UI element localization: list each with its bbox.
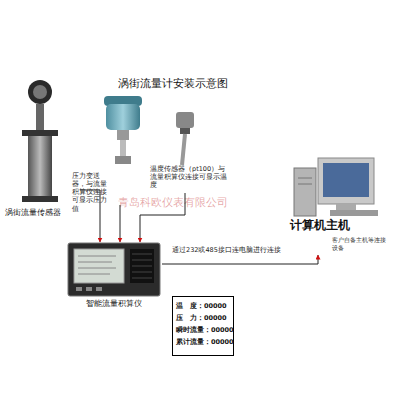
- node-text: 压 力：00000: [176, 314, 227, 322]
- node-text: 计算机主机: [290, 218, 350, 233]
- signal-wire: [120, 205, 121, 242]
- computer-node: 计算机主机客户自备主机等连接设备: [282, 150, 392, 255]
- node-text: 智能流量积算仪: [66, 299, 162, 308]
- node-text: 温 度：00000: [176, 302, 227, 310]
- sensor-node: 温度传感器（pt100）与流量积算仪连接可显示温度: [148, 105, 228, 193]
- flowmeter-illustration: [22, 80, 58, 202]
- signal-wire: [140, 193, 185, 242]
- signal-wire: [80, 190, 100, 242]
- watermark-label: 青岛科欧仪表有限公司: [118, 196, 228, 210]
- node-text: 客户自备主机等连接设备: [332, 236, 390, 251]
- edge-label: 通过232或485接口连电脑进行连接: [172, 246, 292, 254]
- sensor-node: 涡街流量传感器: [5, 78, 80, 223]
- diagram-title: 涡街流量计安装示意图: [118, 77, 228, 91]
- computer-illustration: [294, 158, 378, 216]
- node-text: 累计流量：00000: [176, 338, 234, 346]
- node-text: 涡街流量传感器: [5, 208, 61, 218]
- temperature-sensor-illustration: [176, 112, 194, 165]
- display-panel: 温 度：00000 压 力：00000 瞬时流量：00000 累计流量：00000: [172, 296, 234, 356]
- node-text: 瞬时流量：00000: [176, 326, 234, 334]
- node-text: 温度传感器（pt100）与流量积算仪连接可显示温度: [150, 165, 228, 189]
- pressure-transmitter-illustration: [104, 96, 142, 164]
- sensor-node: 压力变送器，与流量积算仪连接可显示压力值: [70, 92, 150, 205]
- node-text: 压力变送器，与流量积算仪连接可显示压力值: [72, 172, 112, 213]
- totalizer-node: 智能流量积算仪: [66, 242, 162, 310]
- signal-wire: [162, 255, 318, 264]
- totalizer-device: [66, 242, 162, 298]
